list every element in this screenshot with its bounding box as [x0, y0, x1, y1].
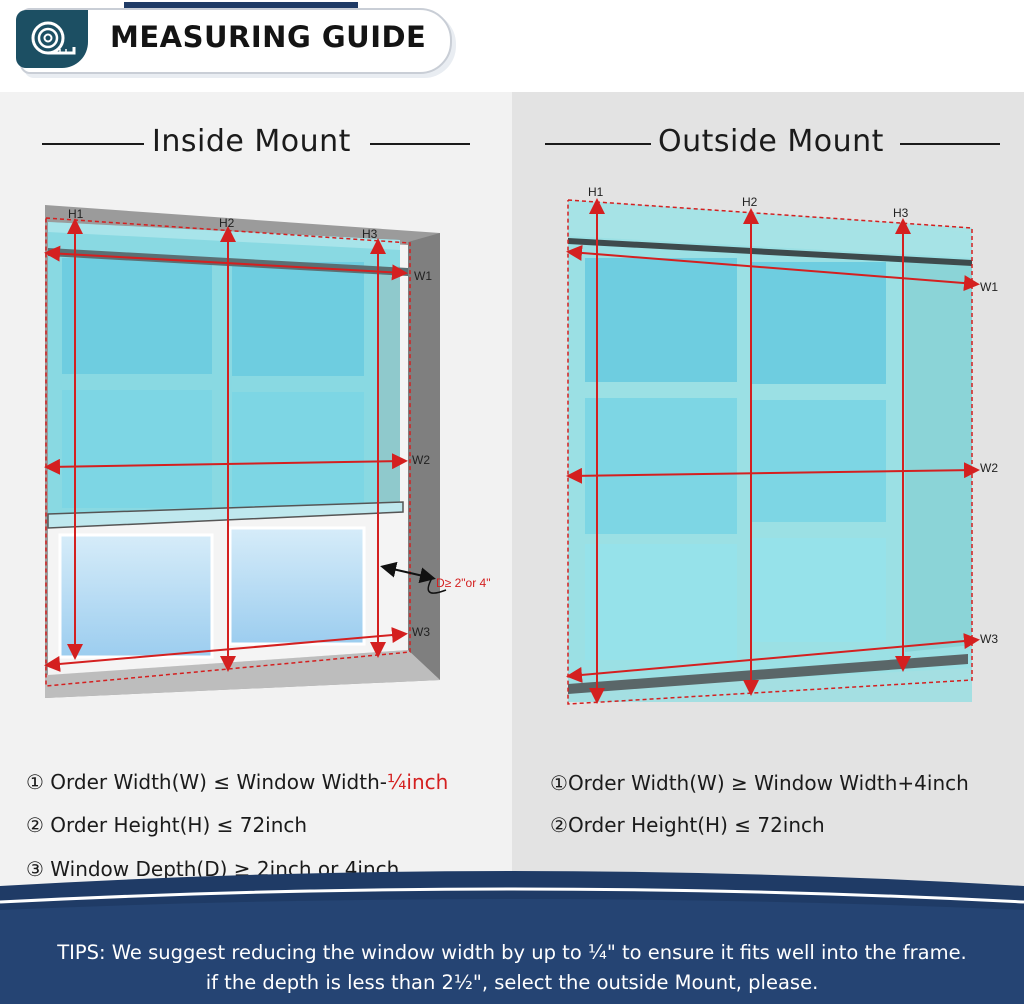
- header: MEASURING GUIDE: [0, 0, 1024, 92]
- label-h3: H3: [362, 227, 378, 241]
- label-w1: W1: [980, 280, 998, 294]
- tips-text: TIPS: We suggest reducing the window wid…: [0, 938, 1024, 998]
- outside-measurements: [566, 198, 980, 705]
- footer-wave: [0, 871, 1024, 1004]
- label-h2: H2: [219, 216, 235, 230]
- page-title: MEASURING GUIDE: [110, 20, 427, 54]
- tips-line-1: TIPS: We suggest reducing the window wid…: [57, 941, 967, 964]
- outside-mount-title: Outside Mount: [658, 124, 884, 159]
- inside-shade: [47, 222, 408, 529]
- outside-shade: [568, 200, 972, 702]
- label-h3: H3: [893, 206, 909, 220]
- tips-line-2: if the depth is less than 2½", select th…: [205, 971, 819, 994]
- label-h1: H1: [588, 185, 604, 199]
- tips-label: TIPS:: [57, 941, 106, 964]
- measuring-tape-icon: [16, 10, 88, 68]
- outside-spec-width: ①Order Width(W) ≥ Window Width+4inch: [550, 771, 969, 795]
- title-rule-left: [545, 143, 651, 145]
- title-rule-left: [42, 143, 144, 145]
- inside-mount-title: Inside Mount: [152, 124, 351, 159]
- title-rule-right: [900, 143, 1000, 145]
- label-w2: W2: [412, 453, 430, 467]
- label-h2: H2: [742, 195, 758, 209]
- title-rule-right: [370, 143, 470, 145]
- inside-spec-height: ② Order Height(H) ≤ 72inch: [26, 813, 308, 837]
- label-w1: W1: [414, 269, 432, 283]
- header-badge: [20, 8, 452, 74]
- label-w2: W2: [980, 461, 998, 475]
- inside-spec-width: ① Order Width(W) ≤ Window Width-¼inch: [26, 770, 449, 794]
- mount-diagrams: H1 H2 H3 W1 W2 W3 D≥ 2"or 4" H1 H2 H3: [44, 185, 998, 705]
- label-w3: W3: [412, 625, 430, 639]
- label-w3: W3: [980, 632, 998, 646]
- inside-measurements: [44, 217, 447, 687]
- label-h1: H1: [68, 207, 84, 221]
- outside-spec-height: ②Order Height(H) ≤ 72inch: [550, 813, 825, 837]
- label-depth: D≥ 2"or 4": [436, 576, 490, 590]
